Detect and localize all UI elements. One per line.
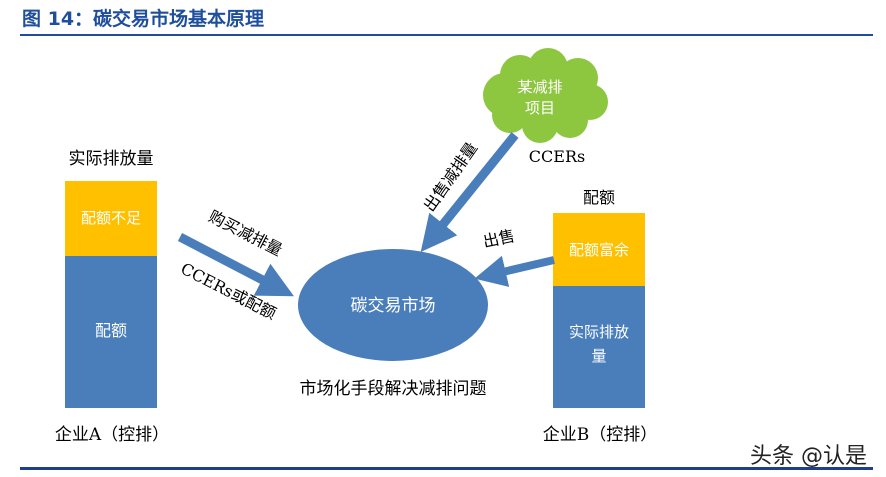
company-b-actual-label-2: 量 xyxy=(591,347,606,365)
company-a-quota-label: 配额 xyxy=(95,321,127,340)
project-label-line2: 项目 xyxy=(525,99,555,117)
company-b-surplus-label: 配额富余 xyxy=(569,241,629,259)
company-b-name: 企业B（控排） xyxy=(543,425,658,445)
footer-divider xyxy=(20,467,873,470)
company-a-shortfall-block xyxy=(65,181,157,256)
company-b-sell-arrow xyxy=(474,255,555,287)
company-b-sell-label: 出售 xyxy=(481,226,516,251)
company-b-surplus-block xyxy=(553,213,645,286)
company-a-actual-label: 实际排放量 xyxy=(69,149,154,169)
carbon-market-label: 碳交易市场 xyxy=(351,296,436,316)
company-b-actual-label-1: 实际排放 xyxy=(569,323,629,341)
company-a-name: 企业A（控排） xyxy=(55,425,169,445)
company-b-actual-block xyxy=(553,286,645,408)
ccers-label: CCERs xyxy=(529,147,585,166)
company-a-shortfall-label: 配额不足 xyxy=(81,209,141,227)
project-cloud xyxy=(483,48,608,143)
project-label-line1: 某减排 xyxy=(517,78,562,96)
watermark: 头条 @认是 xyxy=(750,444,867,469)
ccers-or-quota-label: CCERs或配额 xyxy=(178,259,280,323)
title-divider xyxy=(20,34,873,36)
buy-arrow xyxy=(177,233,294,297)
carbon-market-ellipse xyxy=(298,249,488,361)
company-b-quota-label: 配额 xyxy=(583,188,615,207)
figure-title: 图 14：碳交易市场基本原理 xyxy=(22,8,265,30)
market-caption: 市场化手段解决减排问题 xyxy=(300,379,487,399)
company-a-quota-block xyxy=(65,256,157,408)
project-sell-arrow xyxy=(420,132,519,253)
project-sell-label: 出售减排量 xyxy=(420,139,481,215)
